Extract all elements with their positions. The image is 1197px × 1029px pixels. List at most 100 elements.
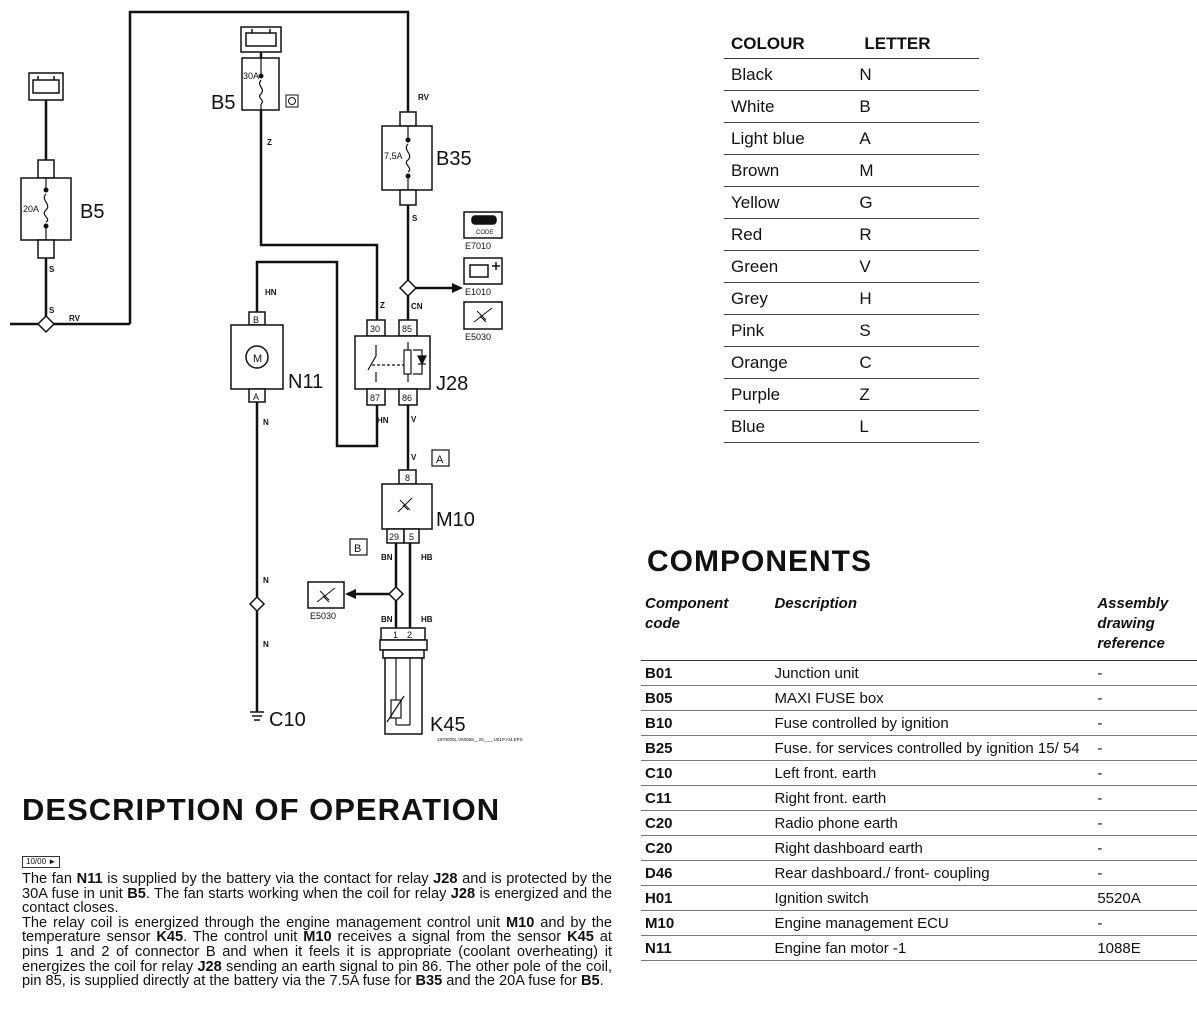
colour-letter: A (857, 122, 979, 155)
component-reference: - (1093, 685, 1197, 711)
connector-b-box (349, 538, 368, 556)
fuse-20a-label: 20A (23, 204, 39, 214)
colour-name: White (724, 90, 858, 123)
label-n11: N11 (288, 371, 323, 393)
component-code: N11 (641, 935, 771, 961)
version-text: 10/00 (26, 857, 47, 866)
ref-e5030-1: E5030 (465, 332, 491, 342)
wire-label-bn-2: BN (381, 615, 393, 624)
colour-letter: L (857, 410, 979, 443)
wire-label-z-1: Z (267, 138, 272, 147)
component-code: B05 (641, 685, 771, 711)
component-description: Fuse. for services controlled by ignitio… (770, 735, 1094, 761)
description-paragraph-1: The fan N11 is supplied by the battery v… (22, 871, 612, 917)
description-paragraph-2: The relay coil is energized through the … (22, 914, 612, 990)
label-m10: M10 (436, 509, 475, 531)
component-code: D46 (641, 860, 771, 886)
wire-label-s-1: S (49, 265, 55, 274)
description-body: The fan N11 is supplied by the battery v… (22, 872, 612, 989)
pin-j28-85: 85 (402, 324, 412, 334)
colour-letter: Z (857, 378, 979, 411)
thermistor-symbol (386, 658, 411, 726)
pin-j28-86: 86 (402, 393, 412, 403)
colour-name: Purple (724, 378, 858, 411)
earth-c10 (250, 711, 264, 721)
wire-rv-top (128, 10, 410, 324)
colour-header: COLOUR (724, 30, 858, 59)
colour-letter: M (857, 154, 979, 187)
label-b5-top: B5 (211, 92, 235, 114)
colour-name: Yellow (724, 186, 858, 219)
battery-icon-left (28, 72, 64, 101)
fuse-b35 (381, 111, 433, 206)
colour-table-header: COLOUR LETTER (724, 30, 979, 59)
component-reference: - (1093, 910, 1197, 936)
description-title: DESCRIPTION OF OPERATION (22, 792, 501, 827)
motor-n11 (230, 311, 284, 403)
component-code: C11 (641, 785, 771, 811)
relay-symbol (367, 342, 427, 382)
sensor-icon (397, 497, 413, 513)
pin-m10-8: 8 (405, 473, 410, 483)
wire-label-n-1: N (263, 418, 269, 427)
colour-letter: H (857, 282, 979, 315)
wire-label-z-2: Z (380, 301, 385, 310)
component-reference: - (1093, 660, 1197, 686)
component-reference: 5520A (1093, 885, 1197, 911)
colour-name: Grey (724, 282, 858, 315)
pin-m10-5: 5 (409, 532, 414, 542)
ref-e7010: E7010 (465, 241, 491, 251)
letter-header: LETTER (857, 30, 979, 59)
wire-label-bn-1: BN (381, 553, 393, 562)
component-reference: - (1093, 735, 1197, 761)
component-description: Right front. earth (770, 785, 1094, 811)
signal-icon (463, 301, 503, 330)
pin-k45-1: 1 (393, 630, 398, 640)
wire-label-v-1: V (411, 415, 417, 424)
component-reference: - (1093, 860, 1197, 886)
colour-name: Pink (724, 314, 858, 347)
wire-label-hb-2: HB (421, 615, 433, 624)
components-table-header: Component code Description Assembly draw… (641, 592, 1197, 661)
label-c10: C10 (269, 709, 306, 731)
component-description: Ignition switch (770, 885, 1094, 911)
relay-j28 (354, 319, 431, 406)
component-code: C20 (641, 835, 771, 861)
colour-letter: G (857, 186, 979, 219)
label-j28: J28 (436, 373, 468, 395)
pin-n11-b: B (253, 315, 259, 325)
colour-name: Green (724, 250, 858, 283)
arrow-e5030 (345, 589, 356, 599)
component-reference: - (1093, 760, 1197, 786)
connector-a-label: A (436, 454, 444, 466)
connector-a-box (431, 449, 450, 467)
colour-letter: S (857, 314, 979, 347)
component-description: Right dashboard earth (770, 835, 1094, 861)
ref-e1010: E1010 (465, 287, 491, 297)
component-reference: - (1093, 810, 1197, 836)
components-title: COMPONENTS (647, 545, 873, 578)
wiring-diagram: M (10, 10, 523, 742)
fuse-75a-label: 7,5A (384, 151, 403, 161)
component-code-header: Component code (641, 592, 771, 661)
key-icon (463, 211, 503, 239)
colour-letter: V (857, 250, 979, 283)
motor-m-label: M (253, 353, 262, 365)
fuse-30a-label: 30A (243, 71, 259, 81)
wire-label-v-2: V (411, 453, 417, 462)
wire-label-hb-1: HB (421, 553, 433, 562)
